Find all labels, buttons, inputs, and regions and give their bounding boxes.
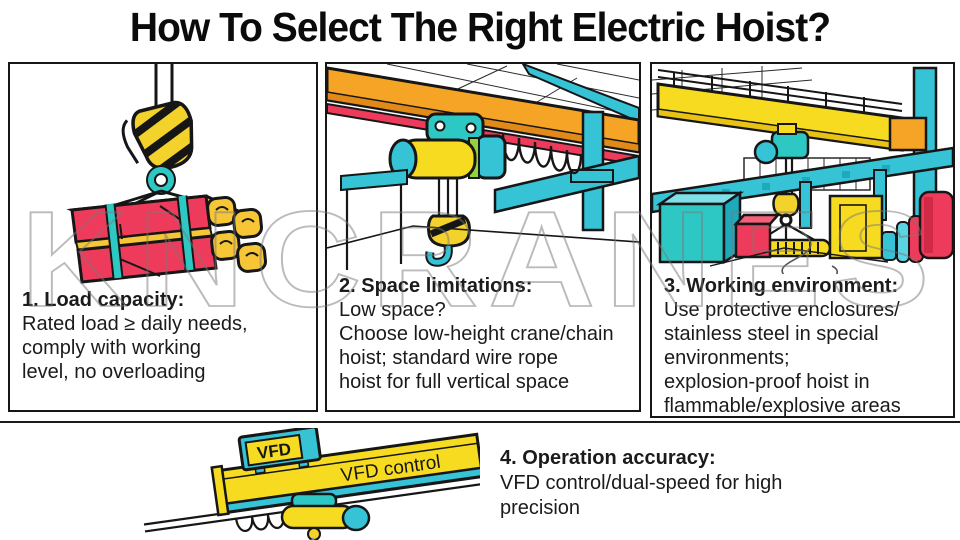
panel2-line: Choose low-height crane/chain [339,323,614,345]
gas-cylinder [881,231,897,261]
end-carriage [888,116,928,152]
panel2-heading: 2. Space limitations: [339,275,533,297]
panel4-line: precision [500,497,581,519]
panel-load-capacity: 1. Load capacity: Rated load ≥ daily nee… [8,62,318,412]
panel3-line: explosion-proof hoist in [664,371,870,393]
red-box [733,213,781,226]
hook-icon [146,165,176,195]
wire-rope-hoist [388,112,507,216]
hoist-trolley [280,492,371,540]
panel1-text: 1. Load capacity: Rated load ≥ daily nee… [22,288,310,384]
panel4-heading: 4. Operation accuracy: [500,447,716,469]
hook-block-icon [121,99,201,174]
hook-icon [425,214,471,267]
gas-cylinder [896,221,910,263]
floor-cable [781,231,839,274]
panel1-line: level, no overloading [22,361,206,383]
panel3-line: environments; [664,347,790,369]
floor-line [709,247,889,267]
panel2-line: hoist; standard wire rope [339,347,559,369]
section-divider [0,421,960,423]
factory-equipment [655,190,953,274]
panel2-text: 2. Space limitations: Low space? Choose … [339,274,639,394]
panel4-line: VFD control/dual-speed for high [500,472,783,494]
roof-brace [521,64,639,124]
panel4-text: 4. Operation accuracy: VFD control/dual-… [500,446,782,521]
factory-environment-illustration [652,66,953,274]
panel3-heading: 3. Working environment: [664,275,899,297]
festoon-cable [501,133,583,175]
panel3-line: flammable/explosive areas [664,395,901,417]
panel-working-environment: 3. Working environment: Use protective e… [650,62,955,418]
doorway [327,168,639,270]
load-bundle [66,194,267,284]
bundle-straps [104,195,196,279]
vfd-box: VFD [237,428,322,475]
panel3-text: 3. Working environment: Use protective e… [664,274,952,418]
crane-beam: VFD control [210,432,480,517]
page-title: How To Select The Right Electric Hoist? [129,4,831,50]
runway-beam [493,154,639,214]
panel1-heading: 1. Load capacity: [22,289,185,311]
low-headroom-crane-illustration [327,64,639,270]
rope-lines [154,64,174,108]
panel3-line: Use protective enclosures/ [664,299,900,321]
panel2-line: Low space? [339,299,446,321]
panel1-line: Rated load ≥ daily needs, [22,313,248,335]
panel2-line: hoist for full vertical space [339,371,570,393]
vfd-label: VFD [256,439,292,463]
steel-column [493,110,639,232]
load-bundle-illustration [66,64,267,284]
panel-space-limitations: 2. Space limitations: Low space? Choose … [325,62,641,412]
vfd-hoist-illustration: VFD control VFD [143,428,480,540]
log-ends [206,195,267,273]
panel3-line: stainless steel in special [664,323,879,345]
support-column [799,181,812,229]
panel1-line: comply with working [22,337,201,359]
hook-icon [307,527,321,540]
